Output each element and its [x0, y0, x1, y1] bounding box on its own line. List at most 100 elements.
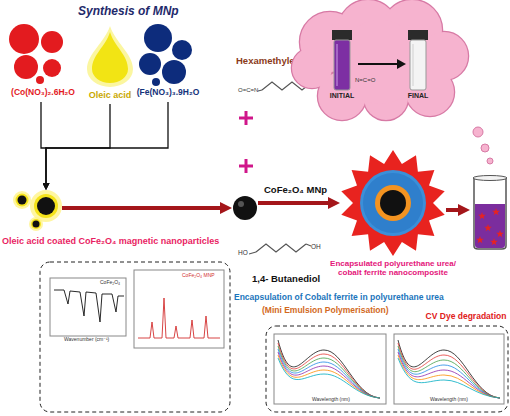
node-label: (Co(NO₃)₂.6H₂O	[0, 88, 88, 98]
process-arrow	[62, 206, 220, 210]
merge-connector	[46, 104, 110, 183]
circle-shape	[375, 185, 411, 221]
circle-shape	[380, 190, 406, 216]
chemical-group: O=C=N	[238, 87, 258, 94]
node-label: Encapsulated polyurethane urea/ cobalt f…	[318, 260, 468, 278]
polygon-shape	[476, 236, 484, 243]
uv-spectra	[278, 340, 500, 398]
process-arrow	[446, 208, 458, 212]
precursor-circles: (Fe(NO₃)₃.9H₂O	[128, 22, 208, 102]
path-shape	[87, 26, 133, 87]
axis-label: Wavelength (nm)	[312, 397, 350, 403]
circle-shape	[152, 78, 160, 86]
node-label: FINAL	[396, 92, 440, 100]
process-name: Encapsulation of Cobalt ferrite in polyu…	[234, 293, 444, 303]
magnetic-nanoparticle-shape	[232, 195, 258, 221]
circle-shape	[14, 55, 38, 79]
node-label: CV Dye degradation	[422, 312, 510, 322]
axis-label: Wavenumber (cm⁻¹)	[64, 337, 109, 343]
uv-curve	[398, 352, 500, 398]
circle-shape	[13, 191, 31, 209]
circle-shape	[360, 170, 426, 236]
circle-shape	[37, 197, 55, 215]
uv-curve	[398, 346, 500, 398]
polygon-shape	[341, 150, 444, 256]
g-shape	[9, 24, 63, 84]
polygon-shape	[490, 238, 498, 245]
line-shape	[245, 111, 248, 125]
process-arrow	[258, 201, 328, 205]
merge-connector	[41, 102, 46, 183]
magnetic-nanoparticle: CoFe₂O₄ MNp	[232, 195, 258, 221]
coated-nanoparticle-shape	[30, 190, 62, 222]
uv-curve	[278, 346, 380, 398]
circle-shape	[139, 53, 161, 75]
circle-shape	[36, 76, 44, 84]
uv-curve	[278, 349, 380, 398]
circle-shape	[29, 217, 43, 231]
rect-shape	[410, 40, 426, 90]
chemical-group: N=C=O	[355, 77, 375, 84]
circle-shape	[33, 221, 40, 228]
inset-frame	[266, 326, 508, 412]
rect-shape	[334, 40, 350, 90]
node-label: Oleic acid	[80, 90, 140, 100]
node-label: (Fe(NO₃)₃.9H₂O	[122, 88, 214, 98]
line-shape	[258, 90, 262, 91]
line-shape	[358, 63, 398, 65]
circle-shape	[41, 31, 63, 53]
circle-shape	[233, 196, 257, 220]
polyline-shape	[256, 244, 306, 252]
line-shape	[336, 44, 338, 86]
g-shape	[16, 194, 59, 230]
vial	[408, 30, 428, 90]
change-arrow	[358, 59, 406, 69]
merge-connector	[46, 102, 168, 183]
node-label: INITIAL	[320, 92, 364, 100]
dye-beaker-shape	[470, 170, 510, 250]
chemical-group: OH	[311, 243, 321, 250]
polygon-shape	[484, 224, 492, 231]
uv-panel	[274, 334, 386, 404]
line-shape	[245, 159, 248, 173]
thought-cloud-shape	[290, 0, 470, 120]
node-label: CoFe₂O₄ MNp	[264, 185, 354, 196]
path-shape	[474, 178, 506, 249]
circle-shape	[18, 196, 27, 205]
nanocomposite-star-shape	[340, 150, 446, 256]
circle-shape	[487, 158, 493, 164]
g-shape	[13, 190, 62, 231]
precursor-circles: (Co(NO₃)₂.6H₂O	[2, 22, 80, 102]
line-shape	[249, 252, 256, 254]
circle-shape	[16, 194, 29, 207]
path-shape	[92, 32, 128, 83]
rect-shape	[332, 30, 352, 40]
circle-shape	[238, 201, 244, 207]
xrd-panel	[134, 270, 224, 348]
uv-curve	[398, 355, 500, 398]
line-shape	[306, 244, 311, 246]
polygon-shape	[397, 59, 406, 69]
thought-bubble	[473, 127, 493, 164]
inset-frame	[40, 262, 230, 412]
rect-shape	[408, 30, 428, 40]
nanocomposite-star: Encapsulated polyurethane urea/ cobalt f…	[340, 150, 446, 256]
line-shape	[412, 44, 414, 86]
chemical-group: HO	[238, 249, 248, 256]
circle-shape	[292, 48, 332, 88]
thought-cloud: INITIAL FINAL	[290, 0, 470, 120]
plot-title: CoFe₂O₄	[100, 280, 120, 286]
dye-beaker: CV Dye degradation	[470, 170, 510, 250]
circle-shape	[481, 144, 489, 152]
xrd-pattern	[138, 298, 220, 338]
node-label: Oleic acid coated CoFe₂O₄ magnetic nanop…	[2, 236, 242, 246]
uv-curve	[278, 358, 380, 398]
uv-panel	[394, 334, 504, 404]
ellipse-shape	[473, 176, 507, 181]
uv-curve	[278, 340, 380, 398]
oleic-acid-drop: Oleic acid	[80, 24, 140, 104]
circle-shape	[473, 127, 483, 137]
ftir-spectrum	[54, 290, 124, 322]
circle-shape	[292, 48, 332, 88]
